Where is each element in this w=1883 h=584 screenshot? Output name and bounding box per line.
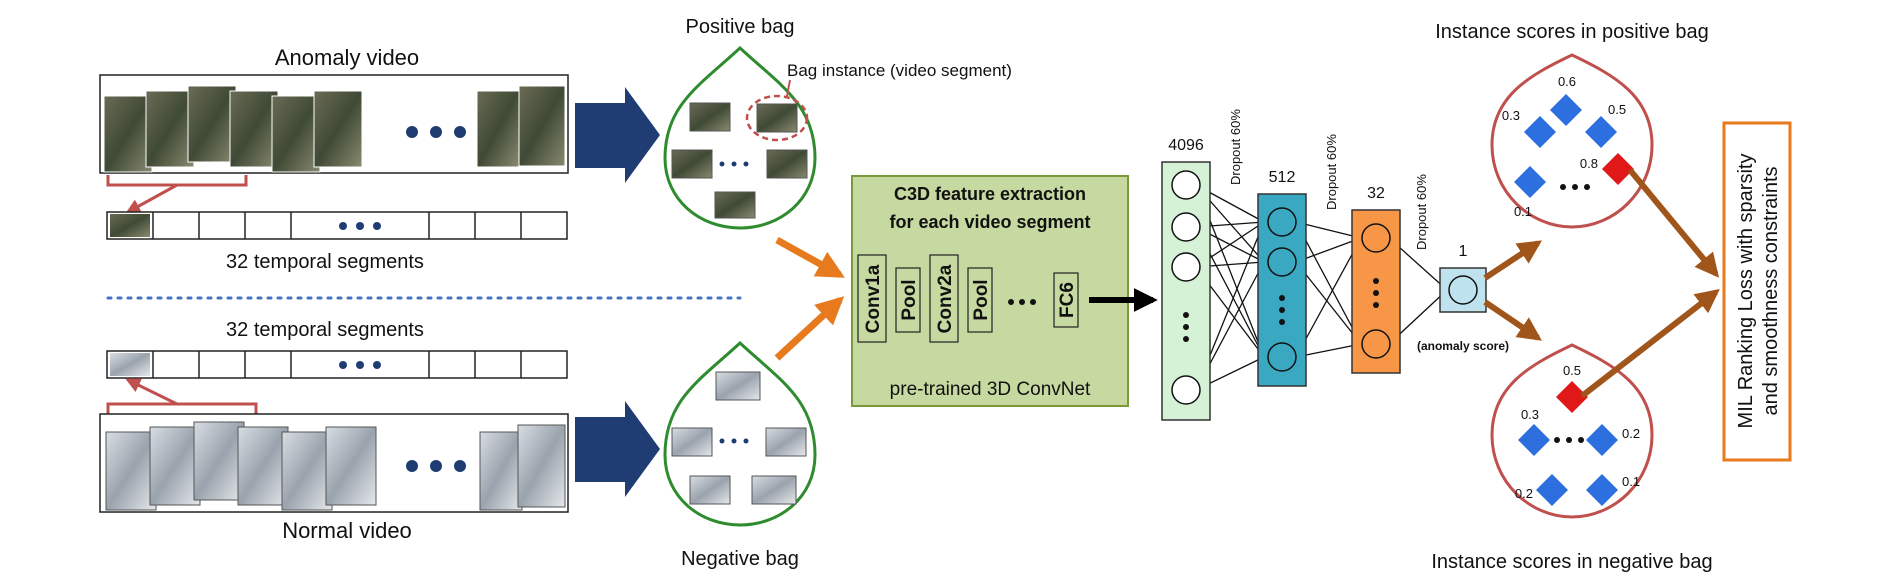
big-arrow-bottom <box>575 401 660 497</box>
mil-line2: and smoothness constraints <box>1760 166 1782 415</box>
layer-512-ellipsis <box>1279 295 1285 325</box>
pos-score-2: 0.5 <box>1608 102 1626 117</box>
bag-instance-highlight <box>745 94 809 142</box>
positive-bag-label: Positive bag <box>686 16 795 38</box>
anomaly-segment-bracket <box>106 175 248 187</box>
output-neuron <box>1448 275 1478 305</box>
output-arrow-negative <box>1483 299 1542 341</box>
pos-to-mil-arrow <box>1627 168 1720 278</box>
layer-4096-neurons <box>1171 170 1201 405</box>
anomaly-video-label: Anomaly video <box>275 45 419 70</box>
negative-bag-clips <box>671 371 807 505</box>
big-arrow-top <box>575 87 660 183</box>
layer-4096-ellipsis <box>1183 312 1189 342</box>
dropout-3: Dropout 60% <box>1414 174 1429 250</box>
layer-4096-size: 4096 <box>1168 137 1204 154</box>
normal-segments-strip <box>106 350 568 379</box>
bag-instance-pointer <box>786 79 791 97</box>
c3d-title-line2: for each video segment <box>889 212 1090 232</box>
pos-score-3: 0.8 <box>1580 156 1598 171</box>
output-arrow-positive <box>1483 240 1543 281</box>
orange-arrow-bottom <box>774 296 845 361</box>
inst-neg-diamonds <box>1518 381 1618 506</box>
neg-score-1: 0.3 <box>1521 407 1539 422</box>
layer-512-size: 512 <box>1269 169 1296 186</box>
neg-diamond-0.2b <box>1536 474 1568 506</box>
layer-32-neurons <box>1361 223 1391 359</box>
positive-bag-clips <box>671 102 808 219</box>
c3d-layer-conv2a: Conv2a <box>935 264 956 333</box>
c3d-title-line1: C3D feature extraction <box>894 184 1086 204</box>
neg-score-3: 0.2 <box>1515 486 1533 501</box>
anomaly-segments-strip <box>106 211 568 240</box>
layer-512-neurons <box>1267 207 1297 372</box>
pos-diamond-0.6 <box>1550 94 1582 126</box>
negative-bag-label: Negative bag <box>681 548 799 570</box>
pos-score-4: 0.1 <box>1514 204 1532 219</box>
inst-neg-title: Instance scores in negative bag <box>1431 551 1712 573</box>
pos-diamond-0.3 <box>1524 116 1556 148</box>
c3d-ellipsis <box>1008 299 1036 305</box>
positive-bag-drop <box>663 45 817 230</box>
inst-neg-drop <box>1490 343 1654 519</box>
neg-diamond-0.5 <box>1556 381 1588 413</box>
normal-video-frames <box>105 421 566 511</box>
inst-pos-diamonds <box>1514 94 1634 198</box>
mil-loss-box <box>1722 121 1792 462</box>
c3d-footer: pre-trained 3D ConvNet <box>890 379 1091 400</box>
neg-diamond-0.2a <box>1586 424 1618 456</box>
c3d-layer-boxes <box>857 254 1079 343</box>
c3d-layer-fc6: FC6 <box>1057 282 1078 318</box>
layer-32-ellipsis <box>1373 278 1379 308</box>
dropout-2: Dropout 60% <box>1324 134 1339 210</box>
anomaly-score-label: (anomaly score) <box>1417 339 1509 353</box>
normal-video-label: Normal video <box>282 518 412 543</box>
normal-segment-bracket <box>106 402 258 415</box>
anomaly-video-ellipsis <box>406 126 466 138</box>
dropout-1: Dropout 60% <box>1228 109 1243 185</box>
neg-score-2: 0.2 <box>1622 426 1640 441</box>
normal-segment-arrow <box>125 378 178 406</box>
neg-diamond-0.1 <box>1586 474 1618 506</box>
temporal-segments-bottom-label: 32 temporal segments <box>226 319 424 341</box>
pos-diamond-0.5 <box>1585 116 1617 148</box>
anomaly-segment-arrow <box>125 183 178 214</box>
pos-diamond-0.8 <box>1602 153 1634 185</box>
c3d-block <box>851 175 1129 407</box>
temporal-segments-top-label: 32 temporal segments <box>226 251 424 273</box>
neg-diamond-0.3 <box>1518 424 1550 456</box>
neg-score-0: 0.5 <box>1563 363 1581 378</box>
anomaly-video-frames <box>103 85 566 173</box>
normal-video-ellipsis <box>406 460 466 472</box>
orange-arrow-top <box>775 236 845 279</box>
inst-pos-title: Instance scores in positive bag <box>1435 21 1709 43</box>
c3d-layer-pool2: Pool <box>971 279 992 320</box>
neg-to-mil-arrow <box>1580 289 1720 399</box>
layer-32-size: 32 <box>1367 185 1385 202</box>
layer-1-size: 1 <box>1459 243 1468 260</box>
neg-score-4: 0.1 <box>1622 474 1640 489</box>
pos-diamond-0.1 <box>1514 166 1546 198</box>
pos-score-1: 0.3 <box>1502 108 1520 123</box>
pos-score-0: 0.6 <box>1558 74 1576 89</box>
c3d-layer-pool1: Pool <box>899 279 920 320</box>
c3d-layer-conv1a: Conv1a <box>863 264 884 333</box>
mil-line1: MIL Ranking Loss with sparsity <box>1735 154 1757 429</box>
network-edges <box>1195 184 1448 391</box>
bag-instance-label: Bag instance (video segment) <box>787 61 1012 80</box>
